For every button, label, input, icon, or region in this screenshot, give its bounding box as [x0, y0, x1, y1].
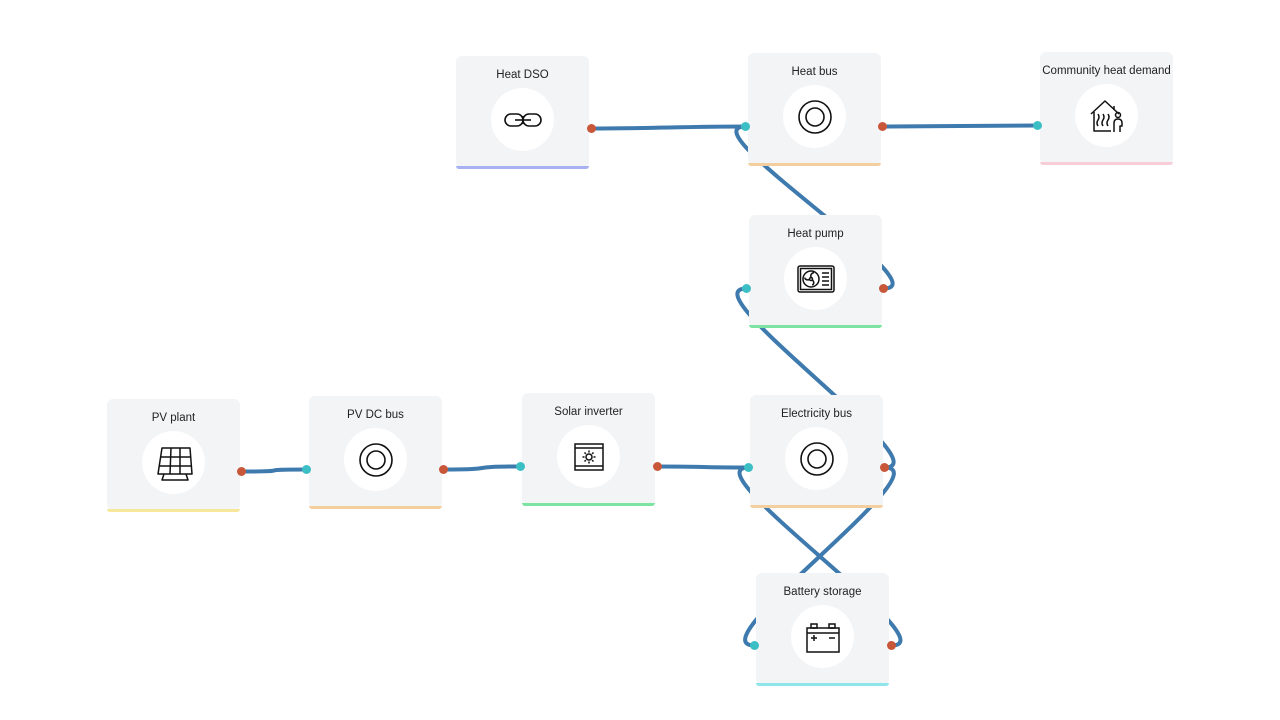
node-accent-bar — [107, 509, 240, 512]
node-label: Electricity bus — [781, 408, 852, 420]
output-port[interactable] — [879, 284, 888, 293]
node-accent-bar — [750, 505, 883, 508]
edge-heat_pump-to-electricity_bus[interactable] — [735, 286, 896, 470]
edge-heat_bus-to-heat_pump[interactable] — [734, 124, 895, 291]
edge-heat_dso-to-heat_bus[interactable] — [589, 124, 748, 131]
node-label: Community heat demand — [1042, 65, 1171, 77]
input-port[interactable] — [302, 465, 311, 474]
output-port[interactable] — [880, 463, 889, 472]
node-accent-bar — [456, 166, 589, 169]
output-port[interactable] — [439, 465, 448, 474]
node-accent-bar — [749, 325, 882, 328]
edge-pv_plant-to-pv_dc_bus[interactable] — [239, 467, 309, 474]
node-heat-pump[interactable]: Heat pump — [742, 215, 888, 328]
output-port[interactable] — [887, 641, 896, 650]
battery-icon — [791, 605, 854, 668]
inverter-icon — [557, 425, 620, 488]
solar-panel-icon — [142, 431, 205, 494]
node-label: Solar inverter — [554, 406, 623, 418]
output-port[interactable] — [653, 462, 662, 471]
node-accent-bar — [748, 163, 881, 166]
node-accent-bar — [1040, 162, 1173, 165]
input-port[interactable] — [741, 122, 750, 131]
grid-link-icon — [491, 88, 554, 151]
input-port[interactable] — [742, 284, 751, 293]
node-label: Heat DSO — [496, 69, 549, 81]
edge-pv_dc_bus-to-solar_inverter[interactable] — [441, 464, 523, 472]
input-port[interactable] — [750, 641, 759, 650]
output-port[interactable] — [237, 467, 246, 476]
node-accent-bar — [522, 503, 655, 506]
node-label: Heat bus — [791, 66, 838, 78]
input-port[interactable] — [744, 463, 753, 472]
edge-heat_bus-to-community_heat_demand[interactable] — [880, 123, 1040, 129]
node-accent-bar — [309, 506, 442, 509]
bus-ring-icon — [785, 427, 848, 490]
input-port[interactable] — [1033, 121, 1042, 130]
edge-solar_inverter-to-electricity_bus[interactable] — [655, 464, 751, 470]
node-community-heat-demand[interactable]: Community heat demand — [1033, 52, 1173, 165]
node-heat-bus[interactable]: Heat bus — [741, 53, 887, 166]
input-port[interactable] — [516, 462, 525, 471]
node-pv-plant[interactable]: PV plant — [107, 399, 246, 512]
node-label: Battery storage — [783, 586, 862, 598]
node-solar-inverter[interactable]: Solar inverter — [516, 393, 662, 506]
node-label: Heat pump — [787, 228, 844, 240]
node-label: PV DC bus — [347, 409, 404, 421]
bus-ring-icon — [783, 85, 846, 148]
edge-electricity_bus-to-battery_storage[interactable] — [743, 465, 896, 648]
node-label: PV plant — [151, 412, 196, 424]
node-accent-bar — [756, 683, 889, 686]
bus-ring-icon — [344, 428, 407, 491]
house-heat-demand-icon — [1075, 84, 1138, 147]
output-port[interactable] — [878, 122, 887, 131]
node-battery-storage[interactable]: Battery storage — [750, 573, 896, 686]
output-port[interactable] — [587, 124, 596, 133]
node-heat-dso[interactable]: Heat DSO — [456, 56, 596, 169]
node-electricity-bus[interactable]: Electricity bus — [744, 395, 889, 508]
heat-pump-icon — [784, 247, 847, 310]
node-pv-dc-bus[interactable]: PV DC bus — [302, 396, 448, 509]
